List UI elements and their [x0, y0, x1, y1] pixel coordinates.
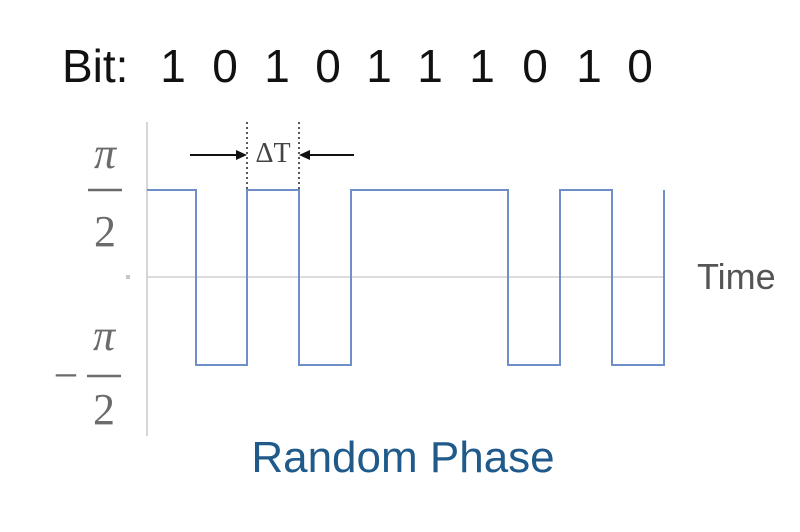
right-arrow-icon	[236, 150, 247, 160]
phase-waveform	[147, 189, 665, 366]
top-label-numerator: π	[94, 129, 118, 178]
bit-digit: 0	[627, 40, 653, 92]
bottom-level-label: − π 2	[54, 311, 121, 434]
bit-digit: 0	[522, 40, 548, 92]
top-level-label: π 2	[88, 129, 122, 256]
delta-t-annotation: ΔT	[190, 122, 354, 190]
axis-tick-mark	[126, 275, 130, 279]
bottom-label-numerator: π	[93, 311, 117, 360]
bit-digit: 1	[264, 40, 290, 92]
top-label-denominator: 2	[94, 207, 116, 256]
time-axis-label: Time	[697, 256, 776, 297]
bit-digit: 1	[576, 40, 602, 92]
delta-t-label: ΔT	[255, 138, 290, 169]
bit-sequence: 1 0 1 0 1 1 1 0 1 0	[160, 40, 653, 92]
diagram-caption: Random Phase	[251, 433, 554, 482]
left-arrow-icon	[299, 150, 310, 160]
bit-digit: 1	[417, 40, 443, 92]
bottom-label-sign: −	[54, 351, 79, 400]
bottom-label-denominator: 2	[93, 385, 115, 434]
bit-digit: 1	[160, 40, 186, 92]
bit-prefix-label: Bit:	[62, 40, 128, 92]
bit-digit: 0	[212, 40, 238, 92]
bit-digit: 1	[366, 40, 392, 92]
bit-digit: 1	[469, 40, 495, 92]
bit-digit: 0	[315, 40, 341, 92]
